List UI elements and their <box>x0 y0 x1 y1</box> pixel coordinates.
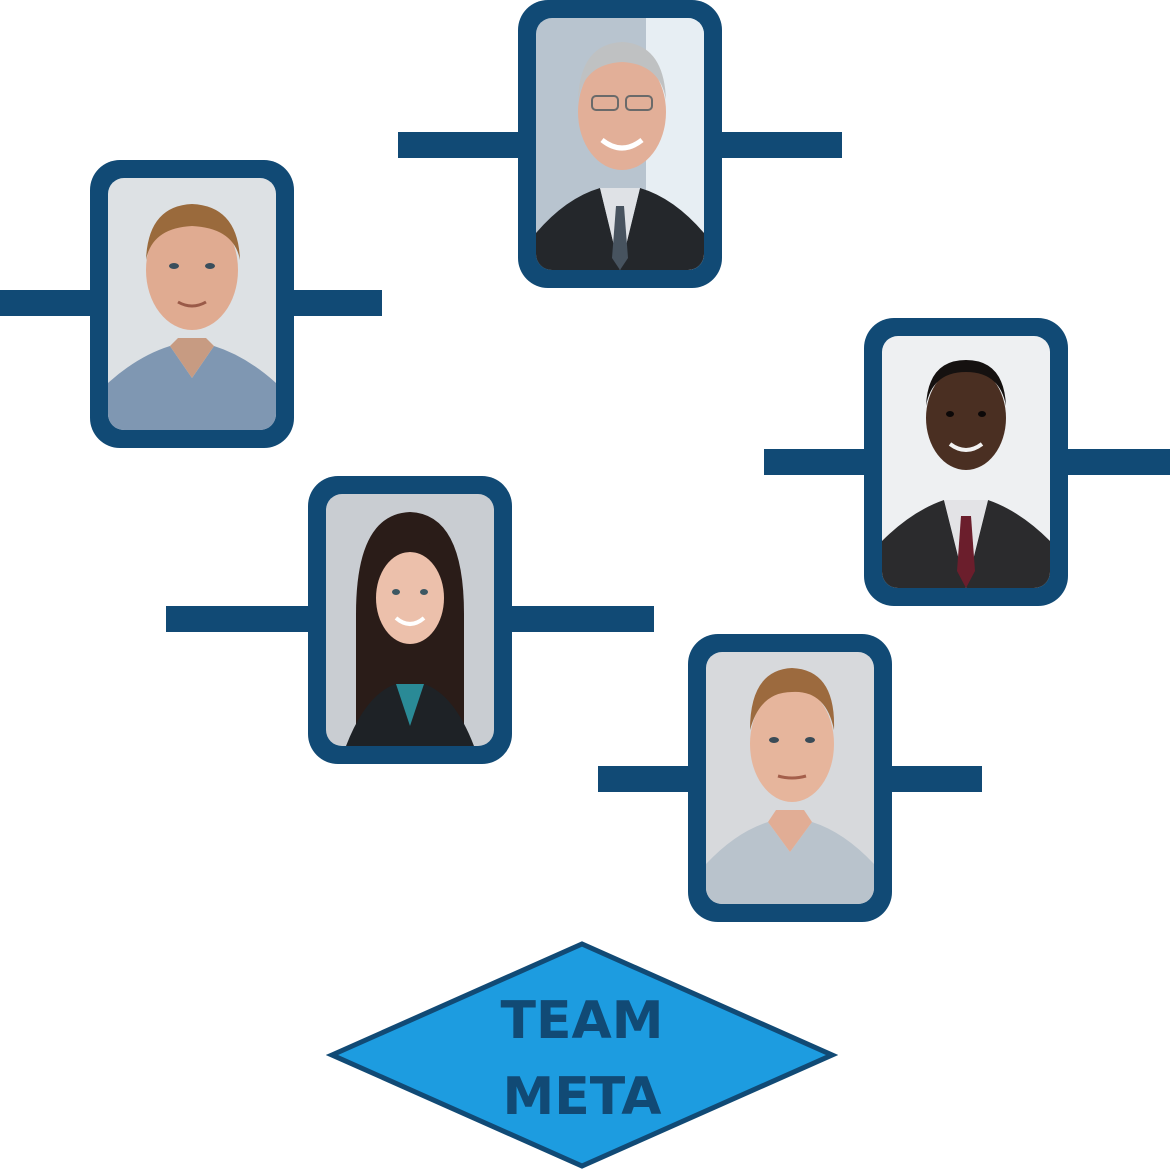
portrait-woman-long-hair-icon <box>326 494 494 746</box>
portrait-man-dark-suit-icon <box>882 336 1050 588</box>
member-4-photo <box>326 494 494 746</box>
connector-member-3-right <box>1066 449 1170 475</box>
member-1-frame <box>90 160 294 448</box>
member-5-frame <box>688 634 892 922</box>
team-badge-line1: TEAM <box>501 991 664 1051</box>
member-2-frame <box>518 0 722 288</box>
member-4-frame <box>308 476 512 764</box>
connector-member-4-right <box>510 606 654 632</box>
team-badge-diamond <box>326 941 838 1169</box>
connector-member-5-right <box>890 766 982 792</box>
member-3-frame <box>864 318 1068 606</box>
portrait-man-gray-suit-icon <box>536 18 704 270</box>
connector-member-2-left <box>398 132 520 158</box>
team-badge-line2: META <box>503 1067 662 1127</box>
portrait-man-blonde-light-shirt-icon <box>706 652 874 904</box>
member-1-photo <box>108 178 276 430</box>
member-5-photo <box>706 652 874 904</box>
connector-member-3-left <box>764 449 866 475</box>
connector-member-5-left <box>598 766 690 792</box>
connector-member-4-left <box>166 606 310 632</box>
member-2-photo <box>536 18 704 270</box>
portrait-man-blonde-shirt-icon <box>108 178 276 430</box>
team-badge: TEAM META <box>326 941 838 1169</box>
connector-member-2-right <box>720 132 842 158</box>
member-3-photo <box>882 336 1050 588</box>
connector-member-1-right <box>290 290 382 316</box>
connector-member-1-left <box>0 290 92 316</box>
